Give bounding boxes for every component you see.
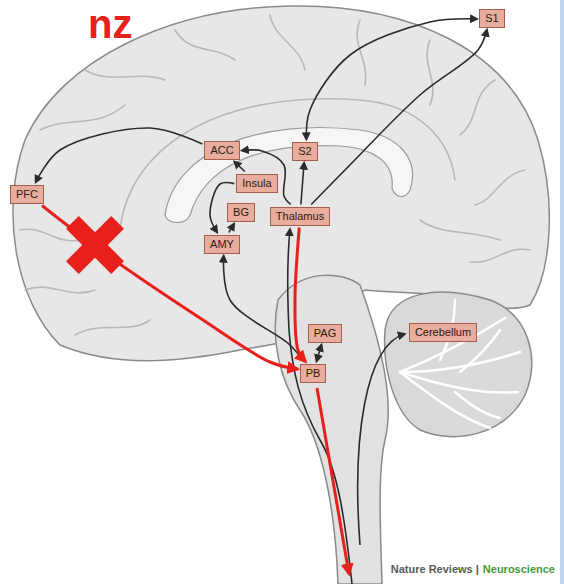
region-label: PAG bbox=[314, 327, 336, 340]
descending-control-arrow bbox=[42, 206, 298, 370]
region-box: Thalamus bbox=[270, 207, 330, 226]
region-label: ACC bbox=[210, 144, 233, 157]
region-label: Thalamus bbox=[276, 210, 324, 223]
region-box: PB bbox=[300, 364, 327, 383]
journal-credit: Neuroscience bbox=[483, 563, 555, 575]
cerebellum-outline bbox=[385, 292, 532, 436]
region-box: Insula bbox=[236, 174, 277, 193]
pain-pathway-arrow bbox=[229, 224, 234, 233]
region-label: AMY bbox=[210, 238, 234, 251]
region-label: Insula bbox=[242, 177, 271, 190]
region-box: Cerebellum bbox=[409, 323, 477, 342]
credit-line: Nature Reviews | Neuroscience bbox=[391, 563, 555, 575]
spinocerebellar-tract bbox=[358, 334, 405, 545]
region-label: Cerebellum bbox=[415, 326, 471, 339]
pain-pathway-arrow bbox=[242, 150, 291, 205]
region-label: S1 bbox=[485, 12, 498, 25]
pain-pathway-arrow bbox=[224, 256, 304, 362]
region-box: ACC bbox=[204, 141, 239, 160]
brainstem bbox=[275, 275, 388, 584]
descending-control-arrow bbox=[295, 228, 306, 362]
region-box: S2 bbox=[292, 142, 317, 161]
region-label: S2 bbox=[298, 145, 311, 158]
region-box: BG bbox=[227, 203, 255, 222]
pain-pathway-arrow bbox=[316, 345, 321, 362]
pain-pathway-arrow bbox=[301, 163, 304, 205]
pain-pathway-arrow bbox=[306, 19, 477, 140]
region-box: S1 bbox=[479, 9, 504, 28]
arbor-vitae bbox=[400, 300, 520, 428]
journal-credit: Nature Reviews | bbox=[391, 563, 479, 575]
region-box: PFC bbox=[10, 185, 44, 204]
region-box: PAG bbox=[308, 324, 342, 343]
spinothalamic-tract bbox=[288, 229, 352, 584]
pain-pathway-arrow bbox=[36, 128, 203, 183]
gyri-lines bbox=[20, 15, 530, 335]
descending-red-arrow bbox=[317, 388, 349, 574]
region-box: AMY bbox=[204, 235, 240, 254]
slide-border bbox=[560, 0, 564, 584]
slide-title-fragment: nz bbox=[88, 2, 132, 47]
region-label: PFC bbox=[16, 188, 38, 201]
region-label: BG bbox=[233, 206, 249, 219]
pain-pathway-arrow bbox=[311, 30, 487, 205]
region-label: PB bbox=[306, 367, 321, 380]
pain-pathway-arrow bbox=[234, 162, 245, 172]
